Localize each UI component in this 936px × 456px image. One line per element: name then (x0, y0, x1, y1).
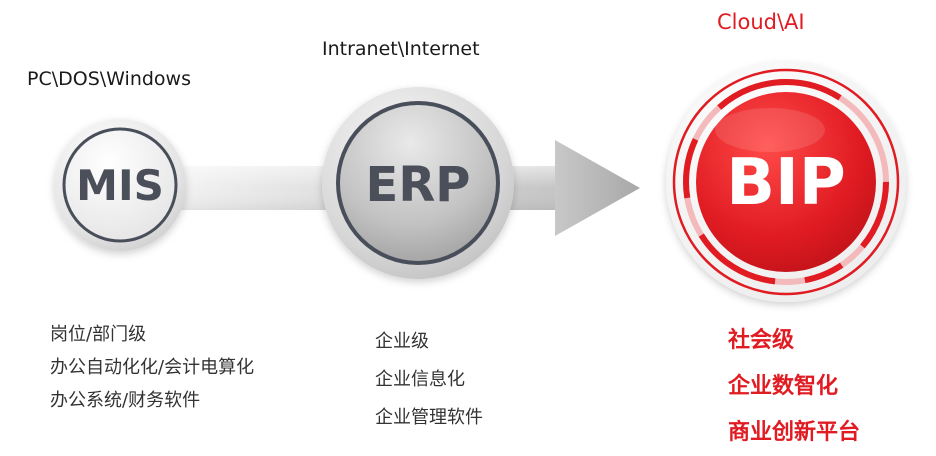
mis-feature-2: 办公自动化化/会计电算化 (50, 357, 255, 378)
bip-era-label: Cloud\AI (717, 10, 805, 34)
bip-feature-1: 社会级 (728, 328, 795, 353)
erp-ring (336, 101, 500, 265)
bip-feature-list: 社会级 企业数智化 商业创新平台 (728, 318, 860, 456)
erp-era-label: Intranet\Internet (322, 38, 480, 60)
mis-era-label: PC\DOS\Windows (27, 68, 191, 90)
node-mis (54, 119, 186, 251)
arrow-head (555, 140, 640, 236)
erp-feature-2: 企业信息化 (375, 369, 465, 390)
mis-feature-3: 办公系统/财务软件 (50, 390, 201, 411)
mis-ring (62, 127, 178, 243)
mis-feature-1: 岗位/部门级 (50, 324, 147, 345)
node-erp (322, 87, 514, 279)
bip-feature-3: 商业创新平台 (728, 420, 861, 445)
erp-feature-3: 企业管理软件 (375, 407, 483, 428)
erp-feature-list: 企业级 企业信息化 企业管理软件 (375, 323, 483, 437)
mis-node-label: MIS (76, 161, 164, 210)
bip-highlight (715, 108, 825, 152)
node-bip (666, 62, 906, 302)
mis-feature-list: 岗位/部门级 办公自动化化/会计电算化 办公系统/财务软件 (50, 318, 254, 417)
bip-core (696, 92, 876, 272)
bip-outer-ring (672, 68, 900, 296)
bip-node-label: BIP (726, 146, 846, 220)
erp-feature-1: 企业级 (375, 331, 429, 352)
bip-segment-ring (683, 79, 889, 285)
erp-node-label: ERP (366, 157, 471, 213)
bip-feature-2: 企业数智化 (728, 374, 839, 399)
